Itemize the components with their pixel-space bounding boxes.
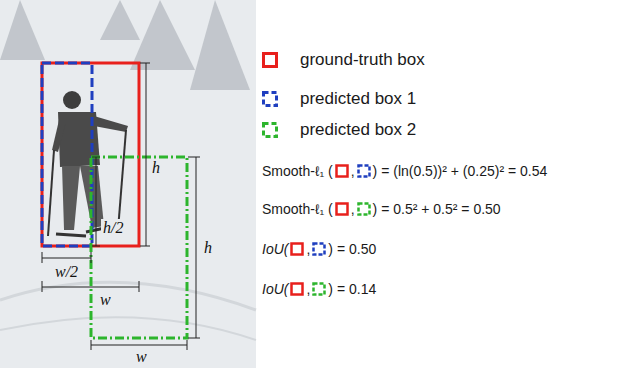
box-icon bbox=[357, 164, 371, 178]
legend-sample bbox=[262, 52, 278, 68]
ski-track bbox=[0, 282, 256, 310]
dimension-label: h bbox=[202, 240, 214, 256]
box-icon bbox=[290, 282, 304, 296]
formula: IoU( , ) = 0.14 bbox=[262, 281, 376, 297]
dimension-label: w/2 bbox=[53, 264, 80, 280]
legend-row: predicted box 1 bbox=[262, 89, 416, 109]
ground-truth-box bbox=[42, 63, 139, 246]
legend-sample bbox=[262, 91, 278, 107]
dimension-label: w bbox=[134, 349, 149, 365]
box-icon bbox=[312, 242, 326, 256]
formula: IoU( , ) = 0.50 bbox=[262, 241, 376, 257]
box-icon bbox=[290, 242, 304, 256]
legend-row: ground-truth box bbox=[262, 50, 425, 70]
formula-text: ) = (ln(0.5))² + (0.25)² = 0.54 bbox=[373, 163, 548, 179]
formula-text: , bbox=[351, 201, 355, 217]
legend-text: ground-truth box bbox=[300, 50, 425, 70]
dimension-lines bbox=[42, 63, 200, 350]
formula-text: Smooth-ℓ₁ ( bbox=[262, 201, 333, 217]
formula-text: ) = 0.50 bbox=[328, 241, 376, 257]
formula: Smooth-ℓ₁ ( , ) = (ln(0.5))² + (0.25)² =… bbox=[262, 163, 547, 179]
legend-text: predicted box 1 bbox=[300, 89, 416, 109]
dimension-label: w bbox=[98, 291, 113, 308]
formula-text: ) = 0.14 bbox=[328, 281, 376, 297]
legend-sample bbox=[262, 122, 278, 138]
formula-text: ) = 0.5² + 0.5² = 0.50 bbox=[373, 201, 501, 217]
dimension-label: w/2 bbox=[53, 263, 80, 280]
formula-text: Smooth-ℓ₁ ( bbox=[262, 163, 333, 179]
box-icon bbox=[335, 164, 349, 178]
snow-photo bbox=[0, 0, 256, 368]
formula-text: IoU( bbox=[262, 241, 288, 257]
dimension-label: w bbox=[134, 348, 149, 365]
formula-text: IoU( bbox=[262, 281, 288, 297]
dimension-label: h/2 bbox=[101, 219, 125, 236]
predicted-box-2 bbox=[91, 157, 187, 338]
dimension-label: w bbox=[98, 292, 113, 308]
dimension-label: h bbox=[150, 160, 162, 176]
skier bbox=[48, 91, 128, 236]
predicted-box-1 bbox=[42, 63, 92, 246]
legend-row: predicted box 2 bbox=[262, 120, 416, 140]
box-icon bbox=[312, 282, 326, 296]
legend-text: predicted box 2 bbox=[300, 120, 416, 140]
box-icon bbox=[335, 202, 349, 216]
formula-text: , bbox=[306, 281, 310, 297]
box-icon bbox=[357, 202, 371, 216]
formula-text: , bbox=[351, 163, 355, 179]
formula-text: , bbox=[306, 241, 310, 257]
formula: Smooth-ℓ₁ ( , ) = 0.5² + 0.5² = 0.50 bbox=[262, 201, 501, 217]
dimension-label: h bbox=[150, 159, 162, 176]
dimension-label: h/2 bbox=[101, 220, 125, 236]
dimension-label: h bbox=[202, 239, 214, 256]
trees bbox=[0, 0, 250, 90]
